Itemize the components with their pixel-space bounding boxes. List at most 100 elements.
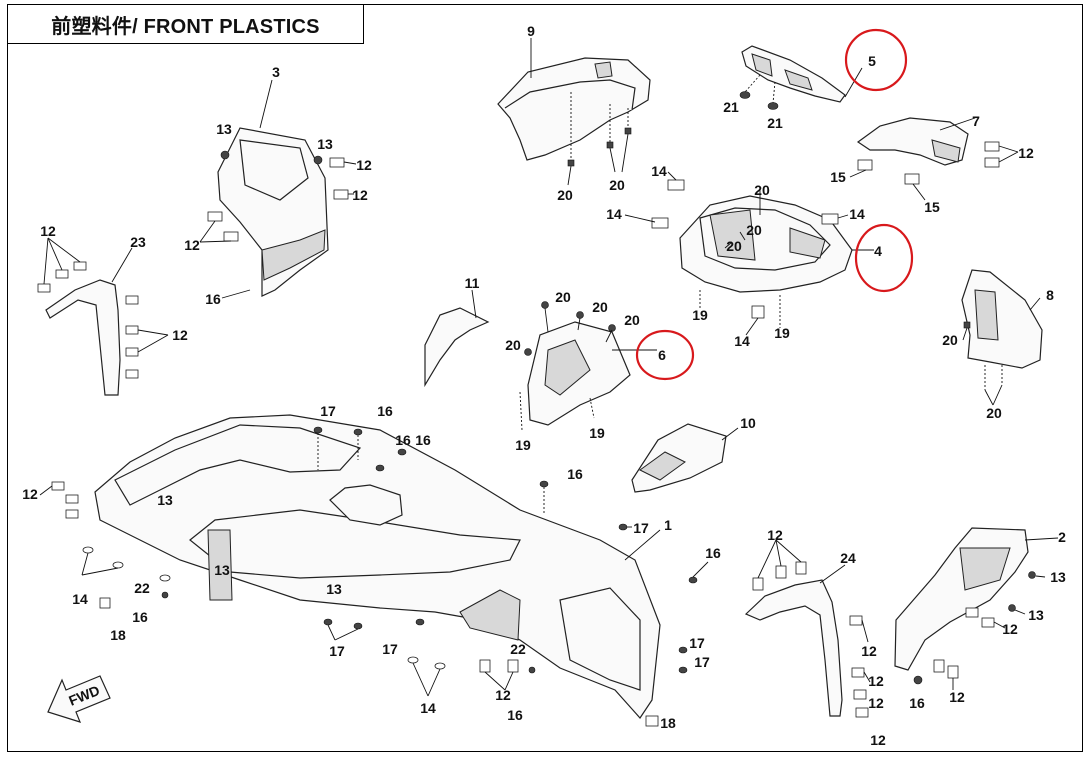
callout-13f: 13	[326, 581, 342, 597]
callout-19d: 19	[589, 425, 605, 441]
diagram-title: 前塑料件/ FRONT PLASTICS	[51, 15, 320, 38]
callout-20e: 20	[726, 238, 742, 254]
callout-14d: 14	[734, 333, 750, 349]
part-9-fasteners	[530, 38, 632, 186]
callout-12c: 12	[1018, 145, 1034, 161]
callout-13e: 13	[1050, 569, 1066, 585]
callout-19b: 19	[774, 325, 790, 341]
callout-20c: 20	[754, 182, 770, 198]
part-2[interactable]	[894, 527, 1029, 671]
callout-20j: 20	[942, 332, 958, 348]
callout-13b: 13	[317, 136, 333, 152]
part-6-fasteners	[519, 301, 657, 431]
callout-21b: 21	[767, 115, 783, 131]
callout-12i: 12	[1002, 621, 1018, 637]
part-23[interactable]	[45, 279, 121, 396]
part-5[interactable]	[741, 45, 846, 103]
part-4[interactable]	[679, 195, 853, 293]
callout-18b: 18	[660, 715, 676, 731]
callout-20i: 20	[505, 337, 521, 353]
callout-16c: 16	[395, 432, 411, 448]
part-7[interactable]	[856, 117, 969, 166]
callout-2: 2	[1058, 529, 1066, 545]
callout-12m: 12	[949, 689, 965, 705]
part-24-fasteners	[752, 539, 871, 718]
callout-20f: 20	[555, 289, 571, 305]
part-9[interactable]	[497, 57, 651, 161]
part-24[interactable]	[744, 579, 843, 717]
part-11[interactable]	[424, 307, 490, 388]
callout-17a: 17	[320, 403, 336, 419]
part-7-fasteners	[849, 117, 1019, 201]
callout-15b: 15	[924, 199, 940, 215]
callout-13g: 13	[1028, 607, 1044, 623]
callout-16h: 16	[909, 695, 925, 711]
callout-12k: 12	[868, 673, 884, 689]
highlight-part-6	[635, 329, 695, 381]
part-2-fasteners	[913, 537, 1059, 690]
callout-19a: 19	[692, 307, 708, 323]
callout-12d: 12	[40, 223, 56, 239]
callout-8: 8	[1046, 287, 1054, 303]
callout-12l: 12	[495, 687, 511, 703]
callout-1: 1	[664, 517, 672, 533]
callout-12h: 12	[767, 527, 783, 543]
callout-14c: 14	[849, 206, 865, 222]
callout-16g: 16	[132, 609, 148, 625]
callout-14f: 14	[420, 700, 436, 716]
callout-17e: 17	[382, 641, 398, 657]
callout-10: 10	[740, 415, 756, 431]
callout-14a: 14	[651, 163, 667, 179]
callout-23: 23	[130, 234, 146, 250]
callout-20g: 20	[592, 299, 608, 315]
callout-16b: 16	[377, 403, 393, 419]
callout-17d: 17	[329, 643, 345, 659]
callout-17b: 17	[633, 520, 649, 536]
part-11-leader	[471, 289, 477, 319]
callout-22b: 22	[510, 641, 526, 657]
part-3[interactable]	[217, 127, 329, 297]
callout-labels: 9 3 5 21 21 7 13 13 12 12 12 15 15 14 14…	[22, 23, 1066, 748]
part-10-leader	[721, 427, 739, 441]
highlight-marks	[635, 28, 914, 381]
callout-22a: 22	[134, 580, 150, 596]
callout-12f: 12	[172, 327, 188, 343]
callout-5: 5	[868, 53, 876, 69]
callout-12e: 12	[184, 237, 200, 253]
callout-3: 3	[272, 64, 280, 80]
callout-12g: 12	[22, 486, 38, 502]
callout-4: 4	[874, 243, 882, 259]
part-1-fasteners	[39, 426, 709, 727]
callout-20k: 20	[986, 405, 1002, 421]
part-8[interactable]	[961, 269, 1043, 369]
part-10[interactable]	[631, 423, 727, 493]
callout-11: 11	[465, 275, 480, 291]
part-1[interactable]	[94, 414, 661, 719]
callout-15a: 15	[830, 169, 846, 185]
callout-12n: 12	[868, 695, 884, 711]
part-23-fasteners	[37, 237, 169, 379]
diagram-frame	[7, 4, 1083, 752]
callout-18a: 18	[110, 627, 126, 643]
part-5-fasteners	[739, 67, 863, 110]
callout-16d: 16	[415, 432, 431, 448]
callout-14e: 14	[72, 591, 88, 607]
callout-20a: 20	[557, 187, 573, 203]
highlight-part-5	[844, 28, 908, 92]
callout-12b: 12	[352, 187, 368, 203]
callout-13a: 13	[216, 121, 232, 137]
callout-17f: 17	[694, 654, 710, 670]
title-box: 前塑料件/ FRONT PLASTICS	[7, 4, 364, 44]
callout-16i: 16	[507, 707, 523, 723]
callout-20b: 20	[609, 177, 625, 193]
part-8-fasteners	[962, 297, 1041, 406]
callout-21a: 21	[723, 99, 739, 115]
part-6[interactable]	[527, 321, 631, 426]
callout-16e: 16	[567, 466, 583, 482]
callout-13c: 13	[157, 492, 173, 508]
callout-6: 6	[658, 347, 666, 363]
callout-19c: 19	[515, 437, 531, 453]
part-4-fasteners	[624, 171, 874, 336]
callout-12a: 12	[356, 157, 372, 173]
